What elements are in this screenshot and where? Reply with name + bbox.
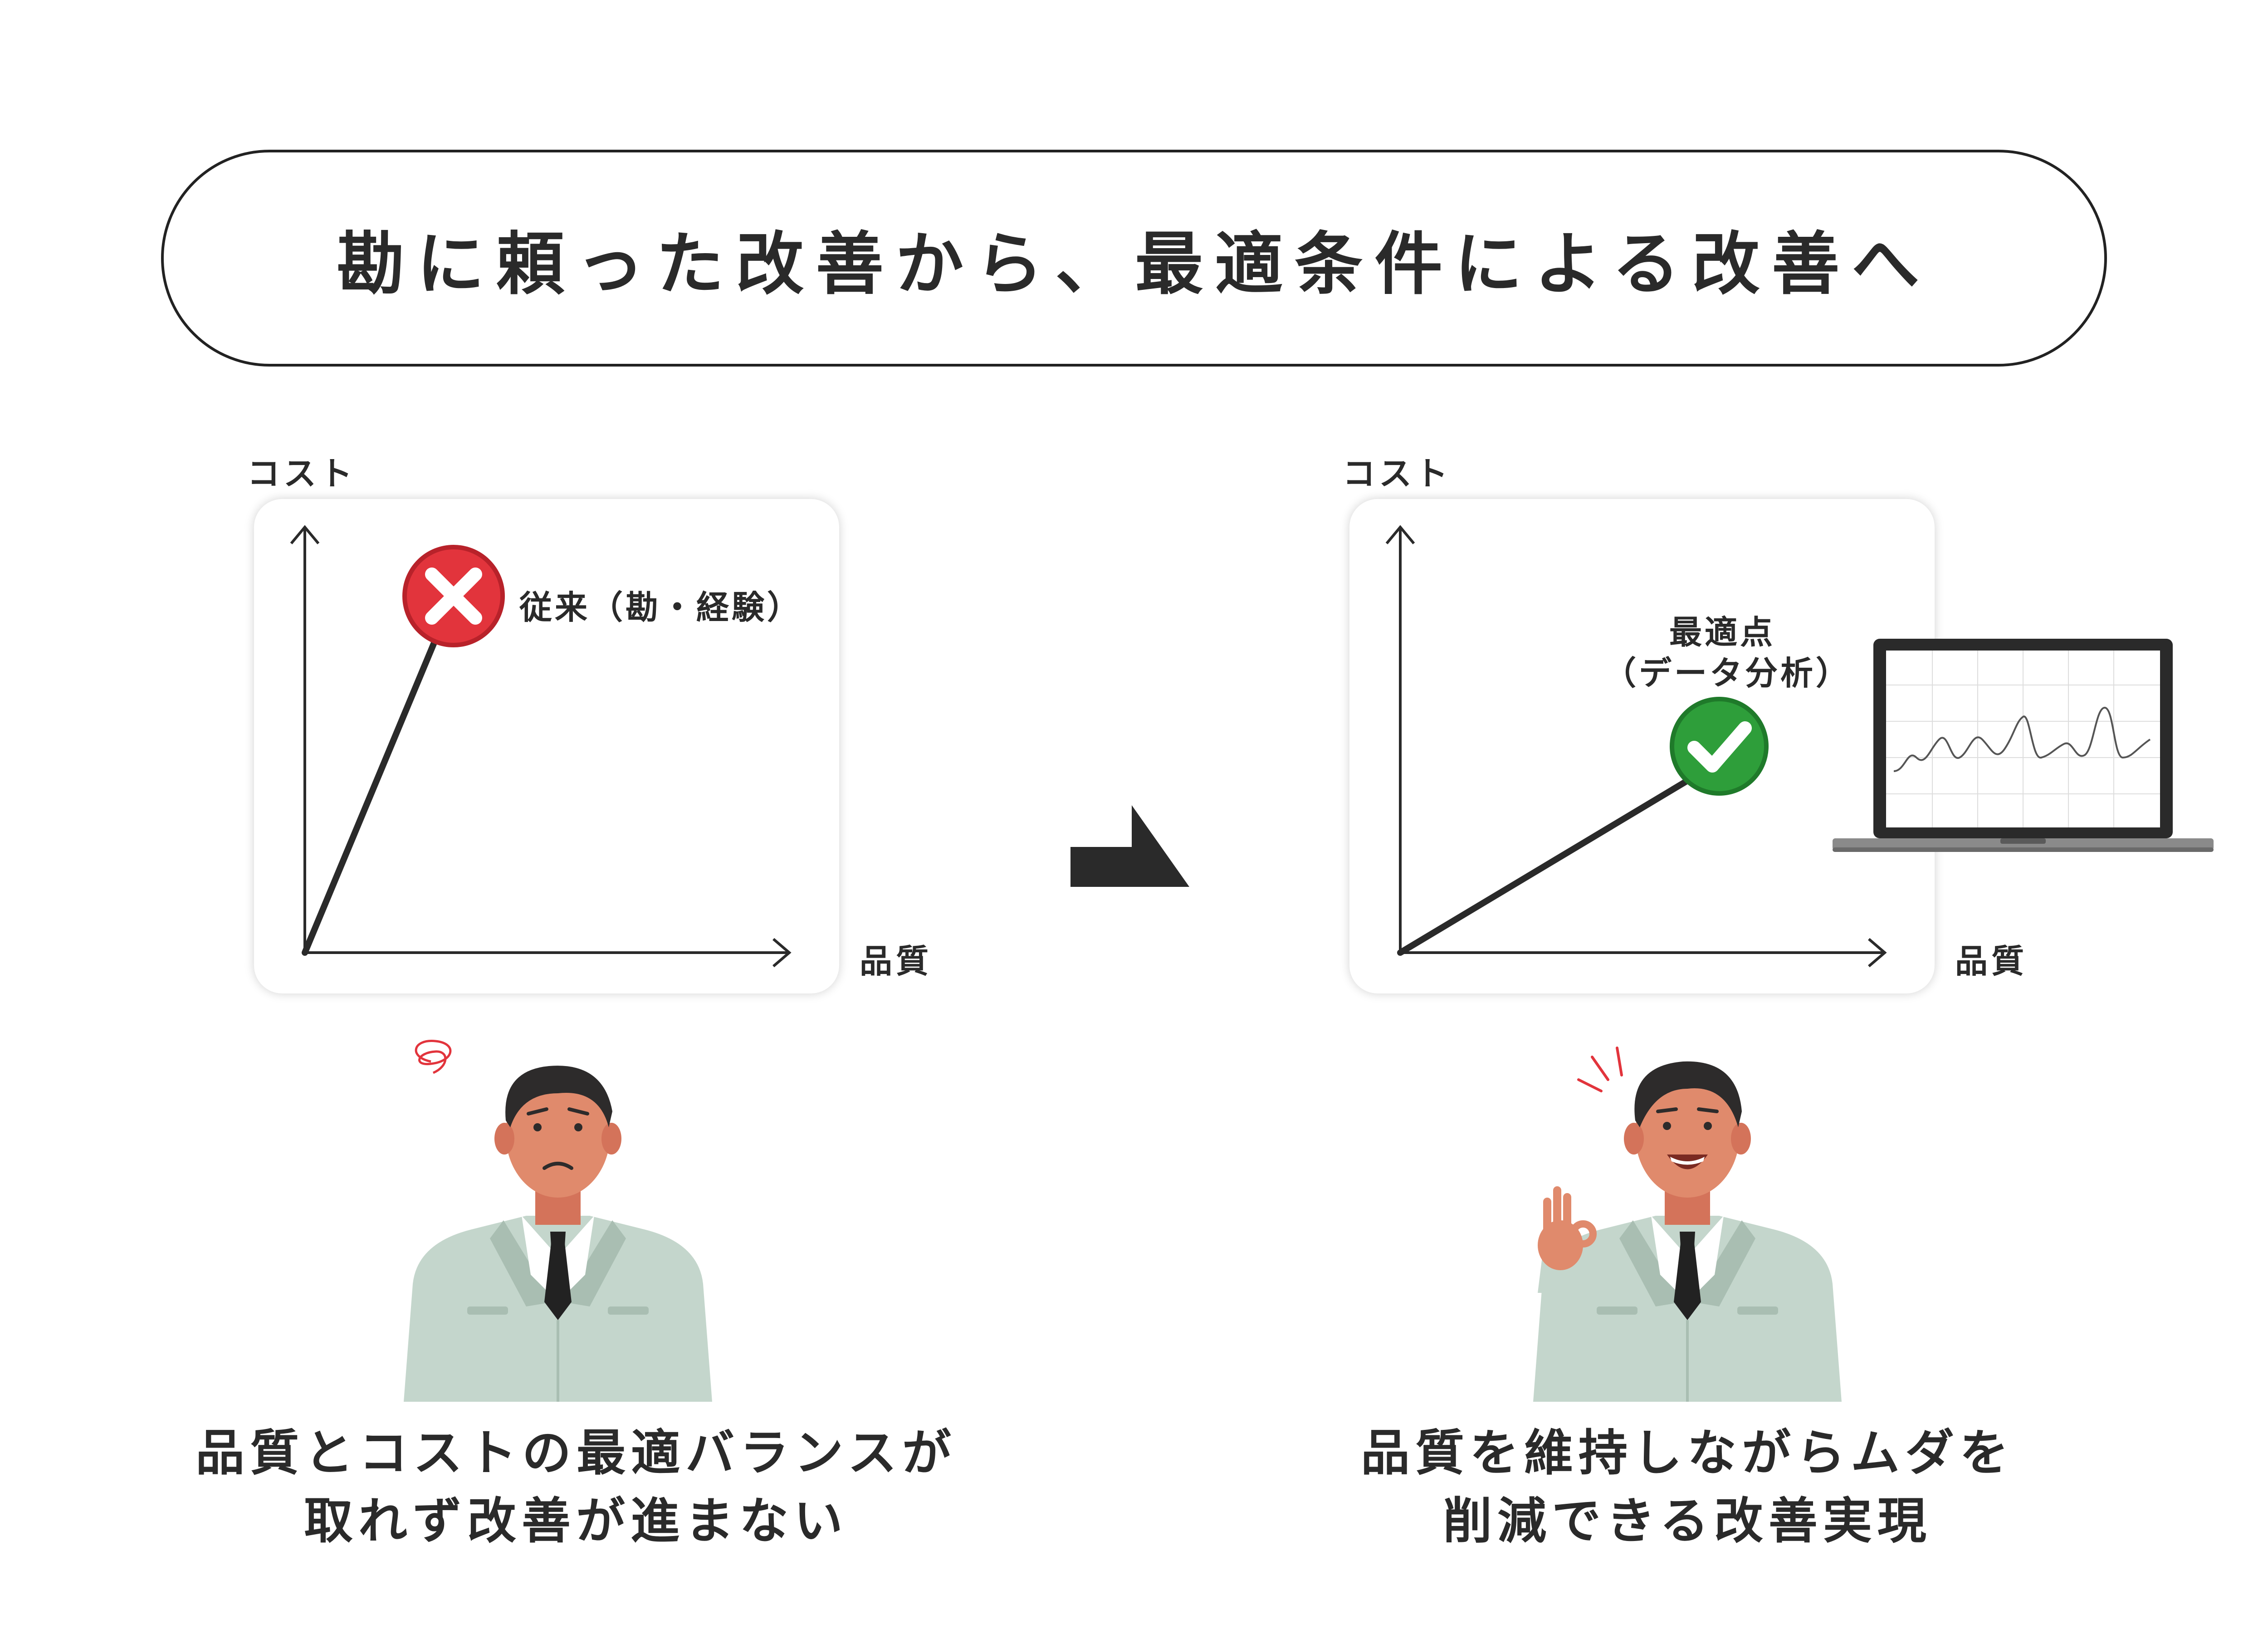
left-y-axis-label: コスト (247, 455, 357, 493)
right-caption-line2: 削減できる改善実現 (1443, 1493, 1932, 1550)
right-point-label-line1: 最適点 (1669, 613, 1776, 651)
right-point-marker (1670, 697, 1769, 796)
right-point-label-line2: （データ分析） (1603, 654, 1852, 692)
right-y-arrowhead (1385, 525, 1415, 544)
stress-scribble-icon (415, 1040, 452, 1074)
left-caption-line1: 品質とコストの最適バランスが (196, 1425, 957, 1482)
sparkle-icon (1577, 1047, 1623, 1092)
left-point-marker (402, 545, 505, 647)
check-icon (1687, 721, 1752, 773)
left-y-arrowhead (290, 525, 320, 544)
title-banner: 勘に頼った改善から、最適条件による改善へ (161, 150, 2107, 367)
laptop-screen-graph (1893, 706, 2151, 772)
left-trend-line (302, 593, 457, 956)
left-caption-line2: 取れず改善が進まない (303, 1493, 848, 1550)
worried-worker-illustration (404, 1040, 712, 1402)
left-x-axis-label: 品質 (860, 942, 933, 980)
right-trend-line (1397, 760, 1720, 956)
ok-hand-icon (1538, 1186, 1597, 1293)
cross-icon (425, 568, 482, 625)
right-caption-line1: 品質を維持しながらムダを (1360, 1425, 2014, 1482)
happy-worker-illustration (1533, 1047, 1842, 1402)
page-title: 勘に頼った改善から、最適条件による改善へ (337, 225, 1931, 304)
left-chart (290, 525, 792, 968)
transition-arrow-icon (1070, 805, 1189, 887)
left-point-label: 従来（勘・経験） (519, 588, 803, 626)
laptop-icon (1833, 639, 2214, 852)
left-chart-panel (254, 499, 839, 993)
left-x-arrowhead (772, 938, 792, 968)
right-x-arrowhead (1868, 938, 1887, 968)
right-y-axis-label: コスト (1343, 455, 1452, 493)
right-chart (1385, 525, 1887, 968)
right-x-axis-label: 品質 (1955, 942, 2028, 980)
right-chart-panel (1349, 499, 1935, 993)
